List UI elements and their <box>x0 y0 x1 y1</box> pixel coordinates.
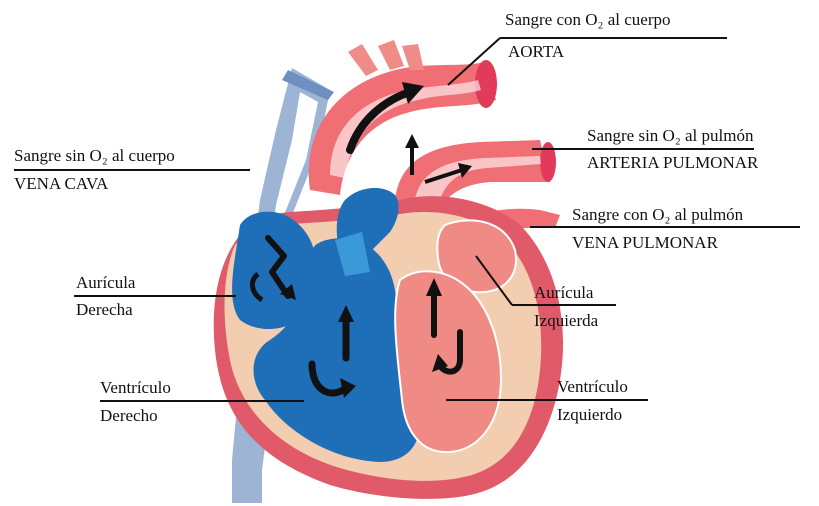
right-ventricle-label-line1: Ventrículo <box>100 378 171 398</box>
pulmonary-arrowhead-up <box>405 134 419 148</box>
right-atrium-label-line1: Aurícula <box>76 273 135 293</box>
right-atrium-label-line2: Derecha <box>76 300 133 320</box>
pulmonary-vein-label-line1: Sangre con O₂ al pulmón <box>572 205 743 225</box>
aorta-label-line1: Sangre con O₂ al cuerpo <box>505 10 670 30</box>
aorta-label-line2: AORTA <box>508 42 564 62</box>
pulmonary-vein-label-line2: VENA PULMONAR <box>572 233 718 253</box>
pulmonary-artery-label-line2: ARTERIA PULMONAR <box>587 153 758 173</box>
left-ventricle-label-line1: Ventrículo <box>557 377 628 397</box>
left-ventricle-label-line2: Izquierdo <box>557 405 622 425</box>
vena-cava-label-line1: Sangre sin O₂ al cuerpo <box>14 146 175 166</box>
right-ventricle-label-line2: Derecho <box>100 406 158 426</box>
left-atrium-label-line1: Aurícula <box>534 283 593 303</box>
pulmonary-artery-label-line1: Sangre sin O₂ al pulmón <box>587 126 753 146</box>
vena-cava-label-line2: VENA CAVA <box>14 174 108 194</box>
left-atrium-label-line2: Izquierda <box>534 311 598 331</box>
